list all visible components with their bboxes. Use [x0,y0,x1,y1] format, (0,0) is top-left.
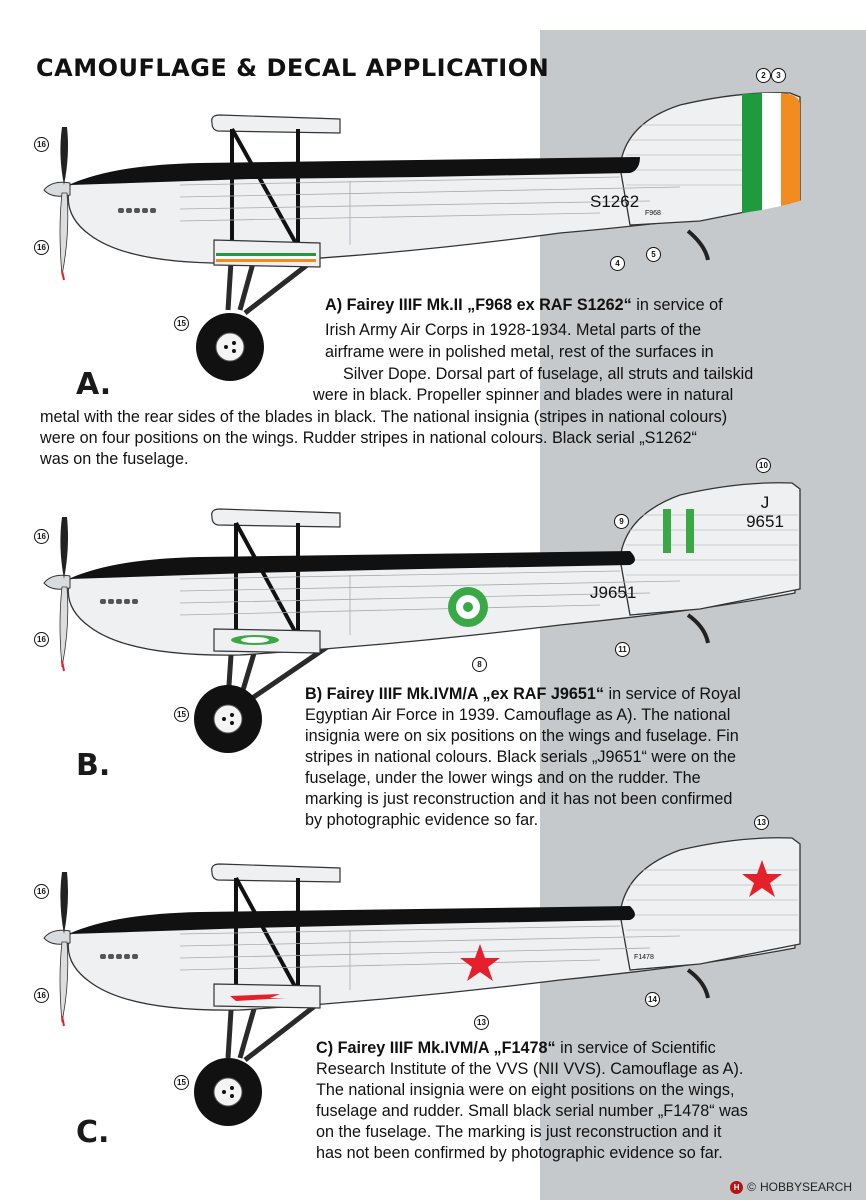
callout-c-14: 14 [645,992,660,1007]
variant-letter-b: B. [76,748,111,783]
callout-c-16-top: 16 [34,884,49,899]
rudder-stripe-white [762,93,781,210]
fin-stripe-1 [663,509,671,553]
variant-letter-a: A. [76,367,112,402]
main-wheel [194,1058,262,1126]
fuselage-red-star [460,944,500,981]
propeller-blade-top [60,872,68,934]
watermark-copyright: © [747,1180,756,1194]
callout-a-2: 2 [756,68,771,83]
exhaust-stubs [100,599,138,604]
propeller-blade-bottom [59,941,69,1023]
watermark-site: HOBBYSEARCH [759,1180,852,1194]
fin-ribs [624,514,798,576]
wing-red-star-edge [230,994,286,1001]
fuselage-panel-lines [179,176,681,245]
callout-a-4: 4 [610,256,625,271]
rudder-stripe-green [742,93,762,213]
callout-b-15: 15 [174,707,189,722]
variant-letter-c: C. [76,1115,110,1150]
callout-b-16-top: 16 [34,529,49,544]
description-b-heading: B) Fairey IIIF Mk.IVM/A „ex RAF J9651“ [305,685,604,703]
wing-struts [234,522,300,638]
exhaust-stubs [100,954,138,959]
rudder-stripe-orange [781,93,800,206]
propeller-blade-top [60,127,68,185]
wing-stripe-green [216,253,316,256]
fuselage-panel-lines [179,570,681,635]
exhaust-stubs [118,208,156,213]
aircraft-b-profile [43,482,801,753]
spinner [43,574,71,590]
dorsal-black [70,551,635,579]
watermark: H © HOBBYSEARCH [730,1180,852,1194]
wing-stripe-orange [216,259,316,262]
tailskid [686,613,710,644]
rudder-red-star [742,860,782,897]
callout-a-16-top: 16 [34,137,49,152]
spinner [43,929,71,945]
propeller-blade-bottom [59,192,69,276]
callout-a-16-bottom: 16 [34,240,49,255]
callout-c-16-bottom: 16 [34,988,49,1003]
upper-wing [211,863,341,883]
tailskid [686,229,710,261]
small-serial-a: F968 [645,210,661,217]
callout-a-3: 3 [771,68,786,83]
description-a-heading: A) Fairey IIIF Mk.II „F968 ex RAF S1262“ [325,296,632,314]
callout-b-9: 9 [614,514,629,529]
callout-c-13-top: 13 [754,815,769,830]
fin-serial-b: J 9651 [746,493,784,531]
tailskid [686,968,710,999]
fin-rudder [619,837,801,971]
fuselage-serial-a: S1262 [590,192,640,211]
callout-b-11: 11 [615,642,630,657]
callout-a-5: 5 [646,247,661,262]
propeller-blade-bottom [59,586,69,668]
main-wheel [196,313,264,381]
callout-b-10: 10 [756,458,771,473]
small-serial-c: F1478 [634,954,654,961]
dorsal-black [70,906,635,934]
page-title: CAMOUFLAGE & DECAL APPLICATION [36,54,550,82]
callout-a-15: 15 [174,316,189,331]
fuselage-serial-b: J9651 [590,583,637,602]
aircraft-a-profile [43,92,801,381]
fuselage-roundel [448,587,488,627]
upper-wing [211,114,341,134]
main-wheel [194,685,262,753]
wing-struts [230,128,300,248]
wing-struts [234,877,300,993]
fuselage-panel-lines [179,925,681,990]
upper-wing [211,508,341,528]
propeller-blade-top [60,517,68,579]
callout-b-8: 8 [472,657,487,672]
callout-b-16-bottom: 16 [34,632,49,647]
aircraft-c-profile [43,837,801,1126]
description-c-heading: C) Fairey IIIF Mk.IVM/A „F1478“ [316,1039,556,1057]
callout-c-15: 15 [174,1075,189,1090]
callout-c-13-bottom: 13 [474,1015,489,1030]
hobbysearch-logo-icon: H [730,1180,744,1194]
dorsal-black [70,157,640,185]
fin-stripe-2 [686,509,694,553]
